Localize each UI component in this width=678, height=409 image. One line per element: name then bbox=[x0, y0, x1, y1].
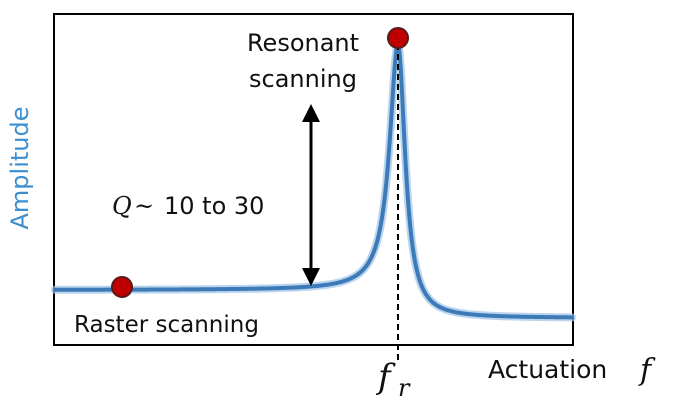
resonant-scanning-label-line2: scanning bbox=[249, 65, 357, 93]
x-axis-label-group: Actuation f bbox=[488, 353, 656, 388]
resonance-curve bbox=[53, 42, 574, 320]
q-tilde: ~ bbox=[134, 192, 154, 220]
x-axis-symbol: f bbox=[638, 353, 656, 388]
plot-frame bbox=[53, 13, 574, 346]
q-double-arrow bbox=[302, 104, 320, 286]
q-factor-label: Q ~ 10 to 30 bbox=[112, 192, 264, 220]
resonance-frequency-label: f r bbox=[375, 357, 411, 402]
resonant-scanning-label-line1: Resonant bbox=[247, 29, 359, 57]
resonant-scanning-marker bbox=[387, 27, 409, 49]
raster-scanning-marker bbox=[111, 276, 133, 298]
q-symbol: Q bbox=[112, 192, 132, 220]
x-axis-label: Actuation bbox=[488, 355, 607, 384]
resonance-symbol: f bbox=[375, 357, 396, 397]
q-range: 10 to 30 bbox=[164, 192, 264, 220]
resonance-subscript: r bbox=[398, 374, 411, 402]
raster-scanning-label: Raster scanning bbox=[74, 312, 259, 338]
y-axis-label: Amplitude bbox=[6, 107, 34, 230]
